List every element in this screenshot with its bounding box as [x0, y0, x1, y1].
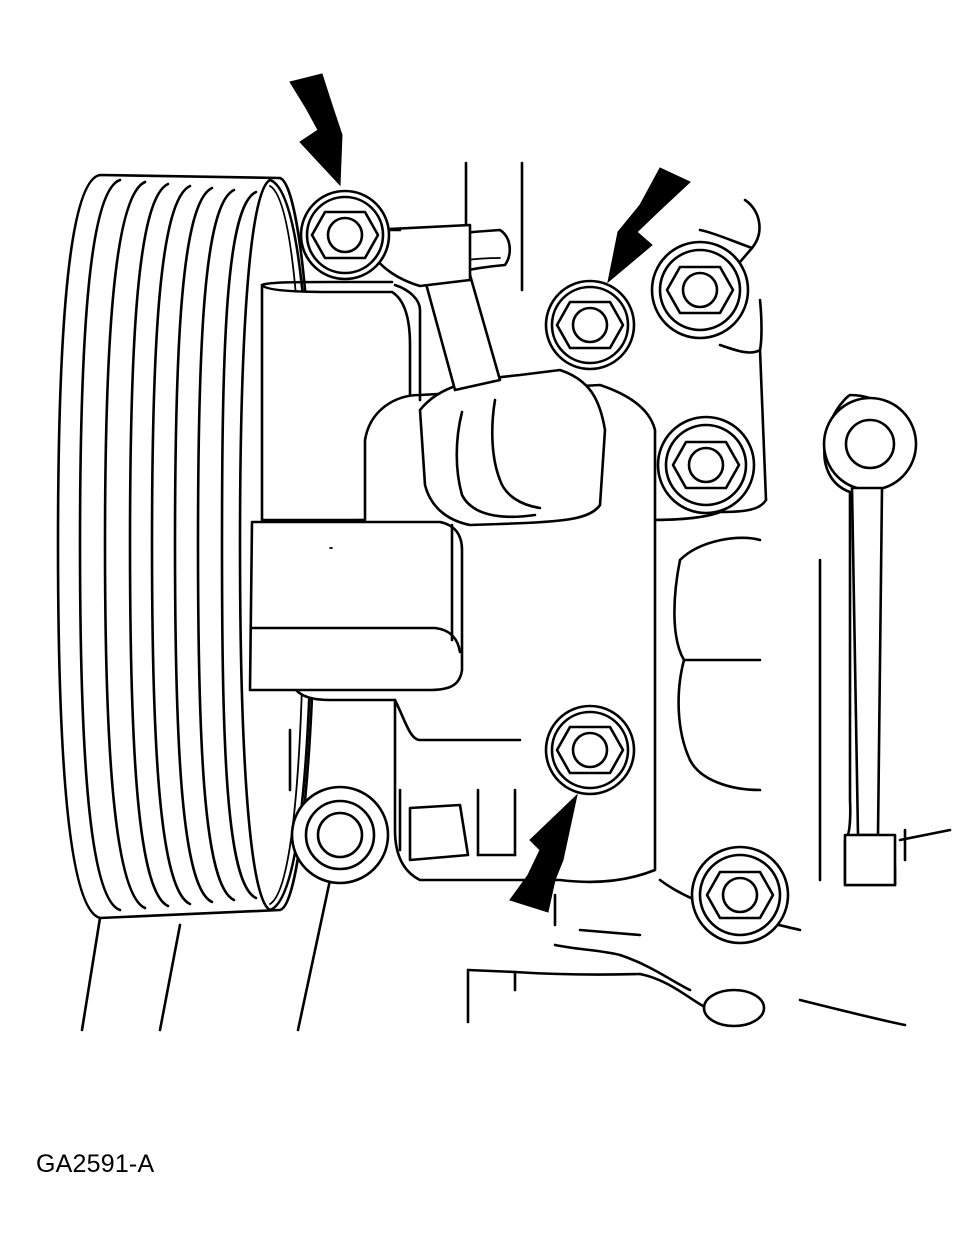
figure-id-label: GA2591-A [36, 1150, 155, 1178]
bolt-lower-left [290, 785, 390, 885]
black-arrow-icon [607, 167, 691, 284]
bolt-mid-right [656, 415, 756, 515]
bolt-top-center [544, 279, 636, 371]
link-bar [822, 393, 918, 887]
bolt-lower-center [544, 704, 636, 796]
black-arrow-icon [289, 73, 343, 187]
black-arrow-icon [509, 793, 578, 913]
bolt-bottom-right [690, 845, 790, 945]
bolt-top-right [650, 240, 750, 340]
bolt-top-left [299, 189, 391, 281]
drain-plug [702, 988, 766, 1028]
